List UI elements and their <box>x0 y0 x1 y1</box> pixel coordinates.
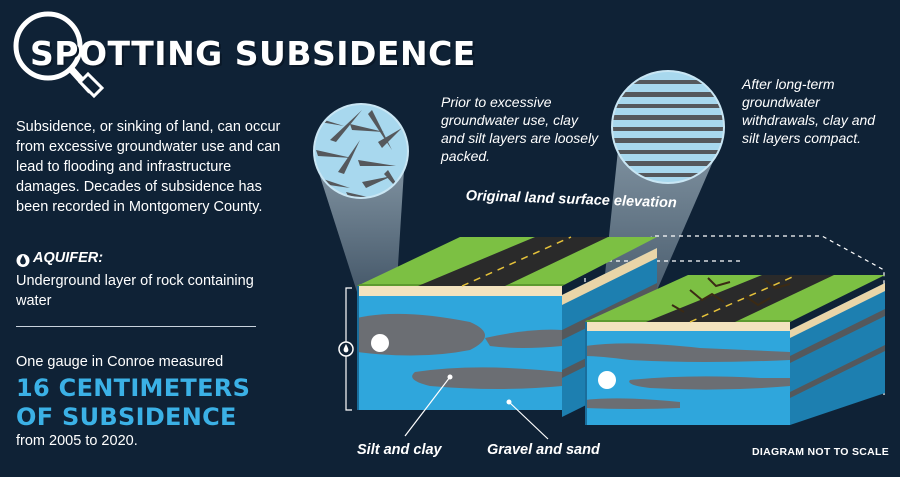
caption-before: Prior to excessive groundwater use, clay… <box>441 94 599 164</box>
gauge-lead: One gauge in Conroe measured <box>16 354 224 370</box>
drop-marker-icon <box>343 344 349 353</box>
caption-after: After long-term groundwater withdrawals,… <box>742 76 876 146</box>
aquifer-bracket <box>338 287 354 411</box>
aquifer-term: AQUIFER: <box>33 250 104 266</box>
not-to-scale-note: DIAGRAM NOT TO SCALE <box>752 446 890 458</box>
page-title: SPOTTING SUBSIDENCE <box>30 34 476 73</box>
magnifier-icon <box>13 11 105 99</box>
title-block: SPOTTING SUBSIDENCE <box>13 11 476 99</box>
subsidence-stat: 16 CENTIMETERS OF SUBSIDENCE <box>16 374 251 431</box>
lens-after <box>611 70 725 184</box>
silt-clay-label: Silt and clay <box>357 442 442 458</box>
lens-before <box>313 103 409 199</box>
aquifer-definition: Underground layer of rock containing wat… <box>16 273 254 309</box>
lens-marker-before <box>371 334 389 352</box>
divider <box>16 326 256 327</box>
callout-lines <box>404 374 549 440</box>
block-after <box>585 274 885 425</box>
water-drop-icon <box>16 254 30 267</box>
intro-text: Subsidence, or sinking of land, can occu… <box>16 119 281 215</box>
lens-marker-after <box>598 371 616 389</box>
gravel-sand-label: Gravel and sand <box>487 442 600 458</box>
gauge-period: from 2005 to 2020. <box>16 433 138 449</box>
